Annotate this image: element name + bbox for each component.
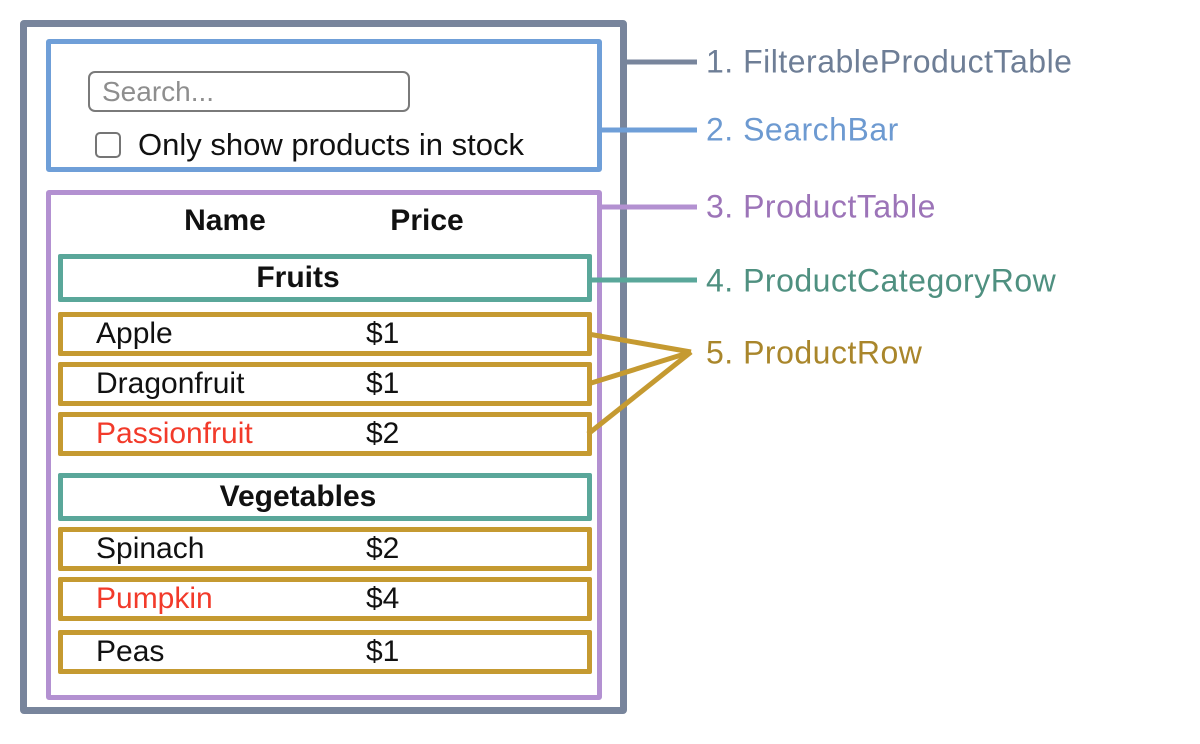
product-price: $4 — [366, 582, 400, 615]
product-name: Peas — [96, 635, 165, 668]
column-header-name: Name — [184, 204, 266, 237]
legend-product-row: 5. ProductRow — [706, 334, 923, 371]
product-row: Dragonfruit $1 — [58, 362, 592, 406]
in-stock-label: Only show products in stock — [138, 127, 524, 162]
product-row: Spinach $2 — [58, 527, 592, 571]
search-bar-box: Only show products in stock — [46, 39, 602, 172]
legend-product-table: 3. ProductTable — [706, 188, 936, 225]
table-header-row: Name Price — [51, 195, 597, 254]
product-table-box: Name Price Fruits Apple $1 Dragonfruit $… — [46, 190, 602, 700]
product-name: Spinach — [96, 532, 205, 565]
product-price: $1 — [366, 635, 400, 668]
product-row: Apple $1 — [58, 312, 592, 356]
in-stock-checkbox[interactable] — [95, 132, 121, 158]
product-name: Pumpkin — [96, 582, 213, 615]
category-row-fruits: Fruits — [58, 254, 592, 302]
legend-search-bar: 2. SearchBar — [706, 111, 899, 148]
product-row: Passionfruit $2 — [58, 412, 592, 456]
category-label: Fruits — [256, 261, 340, 294]
product-price: $2 — [366, 417, 400, 450]
column-header-price: Price — [390, 204, 464, 237]
in-stock-row: Only show products in stock — [95, 127, 524, 162]
product-name: Dragonfruit — [96, 367, 245, 400]
filterable-product-table-box: Only show products in stock Name Price F… — [20, 20, 627, 714]
search-input[interactable] — [88, 71, 410, 112]
product-price: $2 — [366, 532, 400, 565]
legend-product-category-row: 4. ProductCategoryRow — [706, 262, 1057, 299]
product-name: Apple — [96, 317, 173, 350]
legend-filterable-product-table: 1. FilterableProductTable — [706, 43, 1073, 80]
category-row-vegetables: Vegetables — [58, 473, 592, 521]
product-price: $1 — [366, 317, 400, 350]
product-price: $1 — [366, 367, 400, 400]
product-row: Peas $1 — [58, 630, 592, 674]
product-row: Pumpkin $4 — [58, 577, 592, 621]
product-name: Passionfruit — [96, 417, 253, 450]
category-label: Vegetables — [219, 480, 377, 513]
